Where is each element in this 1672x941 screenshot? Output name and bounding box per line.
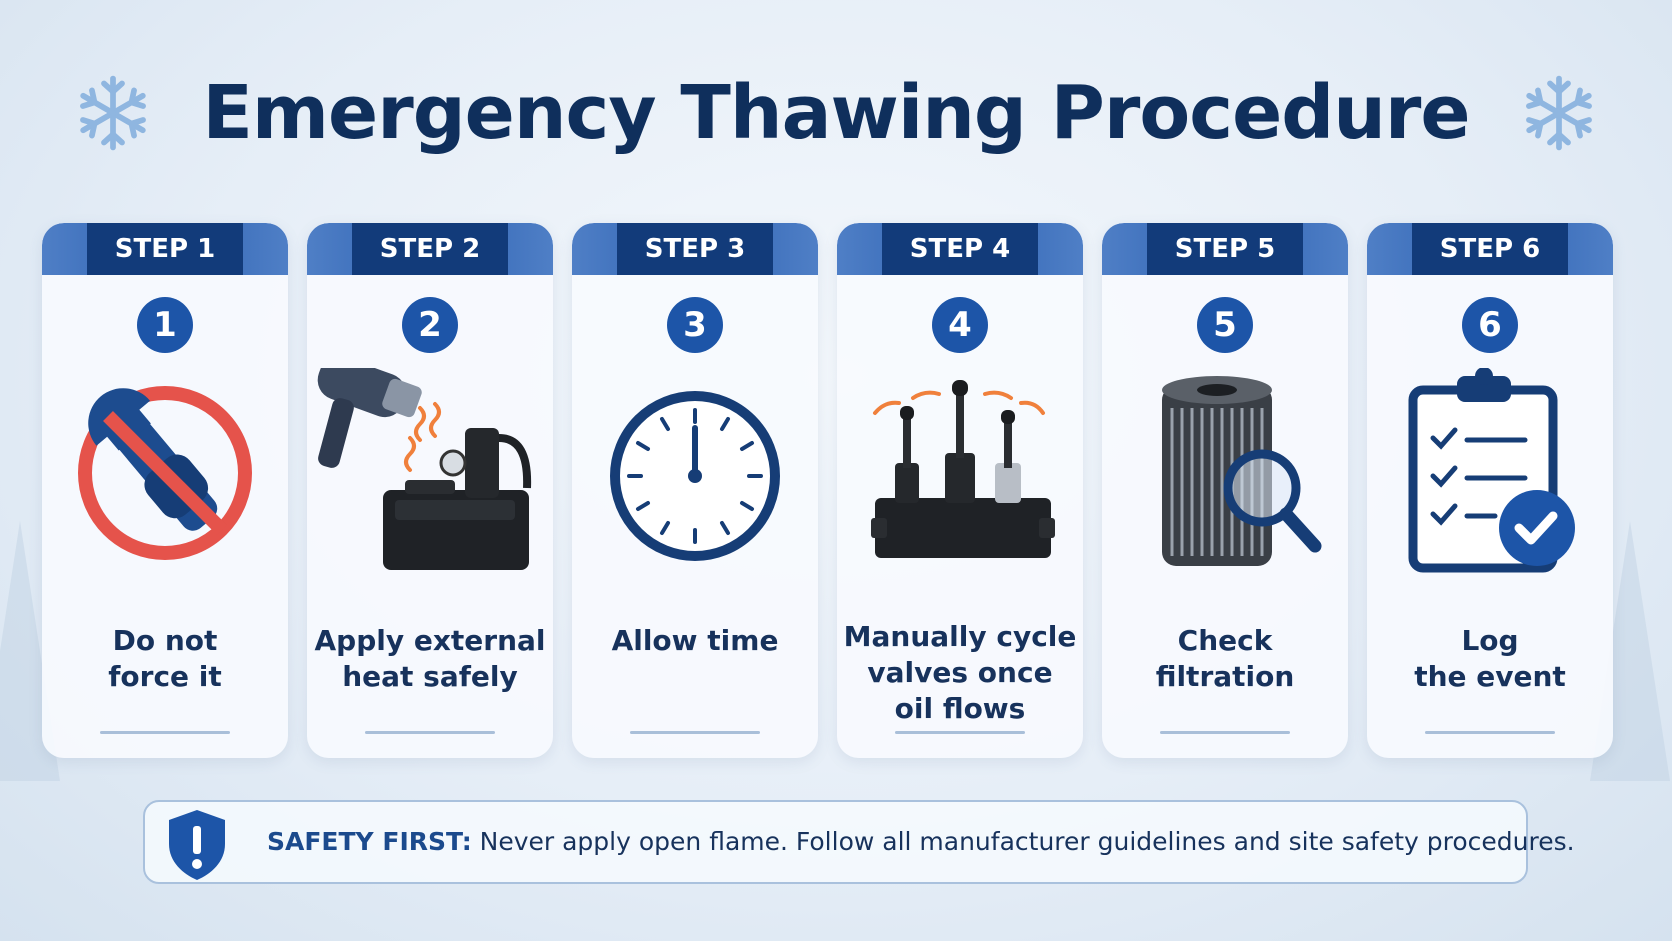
filter-magnifier-icon xyxy=(1162,376,1322,566)
step-number: 1 xyxy=(137,297,193,353)
step-header: STEP 5 xyxy=(1102,223,1348,275)
heat-gun-icon xyxy=(317,368,532,570)
snowflake-icon xyxy=(1518,75,1600,158)
safety-label: SAFETY FIRST: xyxy=(267,827,472,856)
step-card-6: STEP 6 6 Log the event xyxy=(1367,223,1613,758)
valve-block-icon xyxy=(871,380,1055,558)
step-label: STEP 4 xyxy=(882,223,1038,275)
clock-icon xyxy=(610,391,780,561)
step-caption: Apply external heat safely xyxy=(314,624,546,693)
step-header: STEP 2 xyxy=(307,223,553,275)
safety-banner: SAFETY FIRST: Never apply open flame. Fo… xyxy=(143,800,1575,884)
step-card-4: STEP 4 4 Manually cycle valves once oil … xyxy=(837,223,1083,758)
step-caption: Do not force it xyxy=(108,624,222,693)
step-number: 3 xyxy=(667,297,723,353)
step-caption: Check filtration xyxy=(1155,624,1295,693)
step-number: 2 xyxy=(402,297,458,353)
step-label: STEP 3 xyxy=(617,223,773,275)
step-label: STEP 1 xyxy=(87,223,243,275)
step-caption: Allow time xyxy=(611,624,779,657)
divider xyxy=(1160,731,1290,734)
step-card-1: STEP 1 1 Do not force it xyxy=(42,223,288,758)
step-card-5: STEP 5 5 Check filtration xyxy=(1102,223,1348,758)
step-label: STEP 5 xyxy=(1147,223,1303,275)
safety-message: SAFETY FIRST: Never apply open flame. Fo… xyxy=(267,802,1575,882)
step-label: STEP 6 xyxy=(1412,223,1568,275)
step-number: 4 xyxy=(932,297,988,353)
divider xyxy=(100,731,230,734)
step-header: STEP 1 xyxy=(42,223,288,275)
step-caption: Log the event xyxy=(1414,624,1566,693)
no-wrench-icon xyxy=(78,386,252,560)
divider xyxy=(365,731,495,734)
step-card-3: STEP 3 3 Allow time xyxy=(572,223,818,758)
divider xyxy=(895,731,1025,734)
header: Emergency Thawing Procedure xyxy=(0,58,1672,168)
page-title: Emergency Thawing Procedure xyxy=(202,70,1470,156)
step-header: STEP 6 xyxy=(1367,223,1613,275)
step-header: STEP 3 xyxy=(572,223,818,275)
step-header: STEP 4 xyxy=(837,223,1083,275)
step-number: 5 xyxy=(1197,297,1253,353)
steps-row: STEP 1 1 Do not force it STEP 2 2 xyxy=(42,223,1613,758)
safety-text: Never apply open flame. Follow all manuf… xyxy=(471,827,1575,856)
shield-exclamation-icon xyxy=(169,810,225,880)
step-number: 6 xyxy=(1462,297,1518,353)
step-caption: Manually cycle valves once oil flows xyxy=(843,620,1077,725)
clipboard-check-icon xyxy=(1408,368,1575,573)
divider xyxy=(630,731,760,734)
snowflake-icon xyxy=(72,75,154,158)
step-card-2: STEP 2 2 Apply external heat safely xyxy=(307,223,553,758)
divider xyxy=(1425,731,1555,734)
step-label: STEP 2 xyxy=(352,223,508,275)
